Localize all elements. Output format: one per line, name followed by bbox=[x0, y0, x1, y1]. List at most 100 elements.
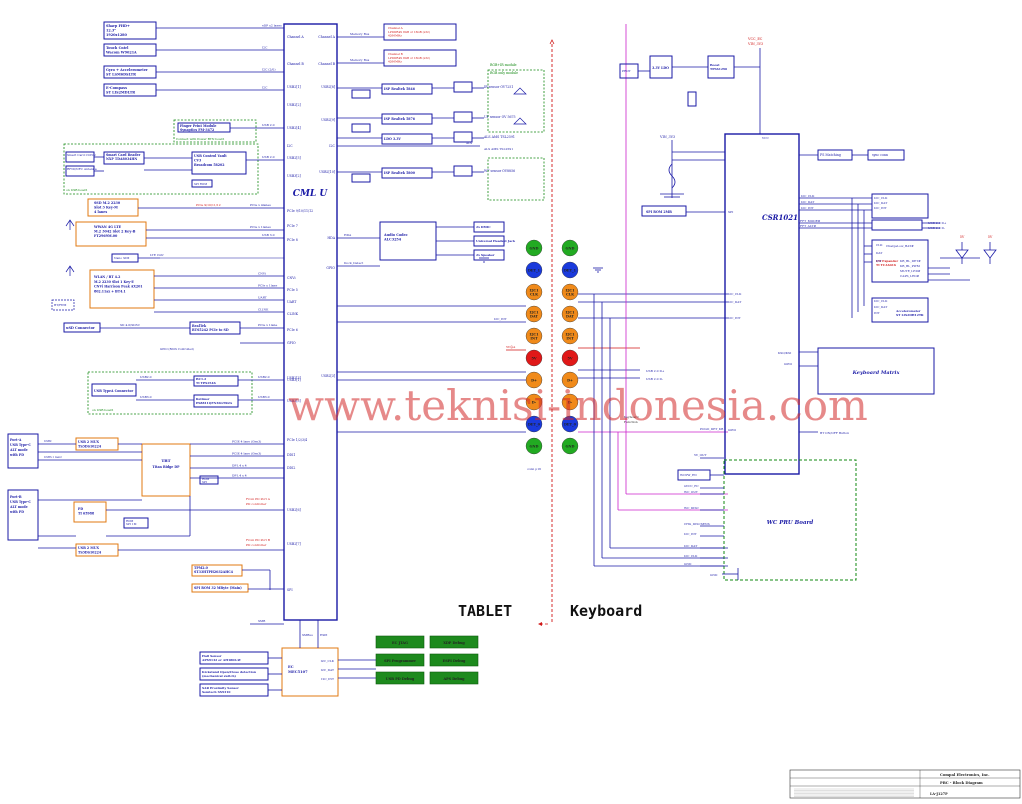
tbt-sub: Titan Ridge DP bbox=[152, 465, 180, 469]
signal-label: HDA bbox=[344, 233, 352, 237]
pogo-pin-kb-8 bbox=[561, 415, 579, 433]
camera-wf-outline bbox=[487, 157, 545, 201]
debug-button-2 bbox=[375, 653, 425, 667]
mux-b-text: TS3DS10224 bbox=[78, 550, 102, 554]
signal-label: I2C_INT bbox=[494, 317, 507, 321]
signal-label: Function bbox=[624, 420, 638, 424]
signal-label: SMB bbox=[258, 619, 266, 623]
csr-pin: I2C_INT bbox=[728, 316, 741, 320]
cpu-pin-label: PCIe 9/10/11/12 bbox=[287, 209, 313, 213]
led-sig-text: KB_BL_DET# bbox=[900, 259, 921, 263]
bus-label: Memory Bus bbox=[350, 32, 370, 36]
ec-left-text: (mechanical switch) bbox=[202, 674, 237, 678]
debug-button-label: ESPI Debug bbox=[443, 659, 466, 663]
cpu-pin-label: USB2[9] bbox=[321, 118, 335, 122]
left-block-text: Touch Cntrl bbox=[106, 46, 129, 50]
mux-b-text: USB 2 MUX bbox=[78, 546, 100, 550]
left-block-text: ST LSM6DSLTR bbox=[106, 73, 136, 77]
fft-block bbox=[871, 219, 923, 231]
kb-spi-rom bbox=[641, 205, 687, 217]
cpu-pin-label: I2C bbox=[287, 144, 293, 148]
signal-label: USB 2.0 bbox=[262, 123, 275, 127]
pogo-pin-label: D- bbox=[532, 401, 537, 405]
cam-chip-text: LDO 3.3V bbox=[384, 137, 401, 141]
signal-label: DP1.4 x 4 bbox=[232, 474, 247, 478]
pogo-pin-label: I2C1 bbox=[529, 311, 539, 315]
signal-label: USB2 bbox=[44, 439, 52, 443]
cv-rom bbox=[191, 179, 213, 188]
arrow-icon bbox=[549, 39, 555, 45]
camera-isp-1 bbox=[381, 113, 433, 125]
camera-isp-0 bbox=[381, 83, 433, 95]
cpu-pin-label: PCIe 1/2/3/4 bbox=[287, 438, 307, 442]
accel-text: ST LIS2DH12TR bbox=[896, 313, 924, 317]
cpu-pin-label: DDI2 bbox=[287, 466, 295, 470]
pogo-pin-label: INT bbox=[566, 337, 574, 341]
memory-b-text: 4266MHz bbox=[388, 60, 402, 64]
signal-label: Keyboard bbox=[624, 415, 639, 419]
pogo-pin-label: D- bbox=[568, 401, 573, 405]
vcc-ec-text: VCC_EC bbox=[747, 37, 763, 41]
led-sig-text: MUTE_LED# bbox=[900, 269, 921, 273]
pogo-pin-label: 5V bbox=[532, 357, 537, 361]
signal-label: I2C_CLK bbox=[874, 299, 888, 303]
vin3v3-text: VIN_3V3 bbox=[659, 135, 675, 139]
led-sig-text: KB_BL_PWM bbox=[900, 264, 920, 268]
led-5v-text: 5V bbox=[960, 235, 965, 239]
pogo-det-text: POGO_DET_KB bbox=[700, 427, 724, 431]
pogo-pin-label: DET_0 bbox=[564, 423, 577, 427]
pogo-pin-label: GND bbox=[566, 247, 575, 251]
memory-b-text: LPDDR4X 8GB or 16GB (x32) bbox=[388, 56, 430, 60]
signal-label: CLK bbox=[876, 243, 883, 247]
tbt-rom-text: ROM bbox=[202, 477, 209, 481]
bc12-chip bbox=[193, 375, 239, 387]
debug-button-1 bbox=[429, 635, 479, 649]
cam-chip-text: ISP Realtek 5800 bbox=[384, 171, 416, 175]
ec-left-text: Semtech SX9310 bbox=[202, 690, 230, 694]
accel-text: Accelerometer bbox=[895, 309, 921, 313]
pogo-pin-tablet-5 bbox=[525, 349, 543, 367]
rts-text: RTS5242 PCIe to SD bbox=[192, 328, 229, 332]
pogo-pin-tablet-1 bbox=[525, 261, 543, 279]
cpu-pin-label: PCIe 5 bbox=[287, 288, 298, 292]
ec-left-text: Hall Sensor bbox=[202, 654, 222, 658]
cpu-pin-label: PCIe 8 bbox=[287, 238, 298, 242]
port-b-text: Port-B bbox=[10, 495, 22, 499]
wwan-text: M.2 3042 Slot 2 Key-B bbox=[94, 229, 136, 233]
debug-button-label: APS Debug bbox=[442, 677, 465, 681]
pogo-pin-label: INT bbox=[530, 337, 538, 341]
signal-label: I2C_DAT bbox=[874, 305, 887, 309]
pogo-pin-label: DAT bbox=[530, 315, 538, 319]
ec-left-text: APX9132 or AH1806-W bbox=[201, 658, 242, 662]
pogo-pin-label: I2C1 bbox=[565, 333, 575, 337]
watermark: www.teknisi-indonesia.com bbox=[288, 381, 868, 430]
cpu-pin-label: USB3[1] bbox=[287, 378, 301, 382]
vout-text: 5V_OUT bbox=[694, 453, 707, 457]
signal-label: PD controller bbox=[246, 502, 267, 506]
signal-label: USB3.0 bbox=[140, 395, 152, 399]
charge-led-text: ChargeLow_BAT# bbox=[886, 244, 914, 248]
pogo-pin-kb-6 bbox=[561, 371, 579, 389]
pd-text: TI 65988 bbox=[78, 511, 95, 515]
typea-text: USB TypeA Connector bbox=[94, 389, 133, 393]
signal-label: PCIe 9/10/11/12 bbox=[196, 203, 221, 207]
csr-pin: GPIO bbox=[728, 428, 737, 432]
wlan-block bbox=[89, 269, 155, 309]
cml-u-cpu-block bbox=[283, 23, 338, 621]
fp-text: Synaptics FM-3472 bbox=[180, 128, 214, 132]
memory-a-text: LPDDR4X 8GB or 16GB (x32) bbox=[388, 30, 430, 34]
cpu-pin-label: Channel B bbox=[318, 62, 335, 66]
retimer-text: Retimer bbox=[196, 397, 210, 401]
kb-boost-text: Boost bbox=[710, 63, 720, 67]
cpu-pin-label: USB2[10] bbox=[319, 170, 335, 174]
wwan-text: FT2969M.00 bbox=[94, 234, 118, 238]
cpu-pin-label: GPIO bbox=[287, 341, 296, 345]
pogo-pin-kb-7 bbox=[561, 393, 579, 411]
wcpw-text: WCPW_EN bbox=[680, 473, 697, 477]
rts-text: RealTek bbox=[192, 324, 207, 328]
keyboard-matrix bbox=[817, 347, 935, 395]
ec-port: I2C_CLK bbox=[321, 659, 335, 663]
pogo-pin-label: I2C1 bbox=[529, 333, 539, 337]
signal-label: PCIE 4 lane (Gen3) bbox=[232, 452, 261, 456]
pogo-pin-tablet-9 bbox=[525, 437, 543, 455]
